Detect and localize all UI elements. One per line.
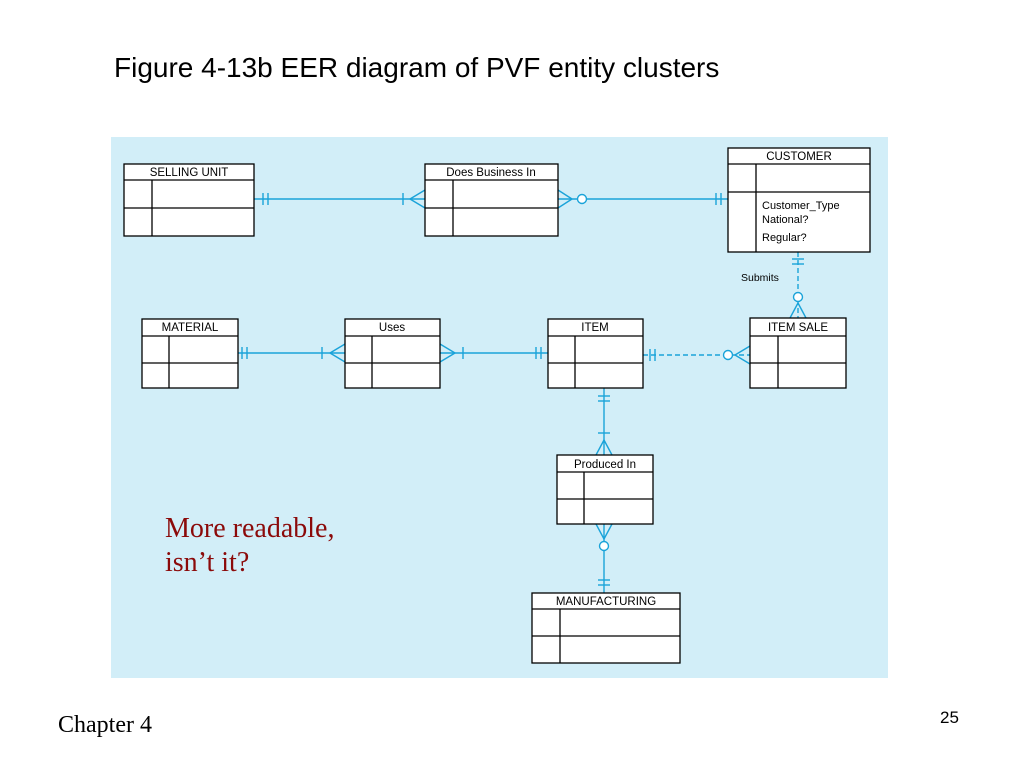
annotation-note: More readable, isn’t it? [165, 512, 334, 580]
entity-customer: CUSTOMER Customer_Type National? Regular… [727, 147, 871, 253]
entity-material: MATERIAL [141, 318, 239, 389]
attribute-national: National? [762, 214, 808, 226]
entity-produced-in: Produced In [556, 454, 654, 525]
entity-name-selling-unit: SELLING UNIT [150, 167, 229, 179]
rel-item-producedin [595, 388, 613, 456]
attribute-regular: Regular? [762, 232, 807, 244]
rel-producedin-manufacturing [595, 523, 613, 593]
rel-doesbusiness-customer [557, 189, 728, 209]
attribute-customer-type: Customer_Type [762, 200, 840, 212]
entity-name-material: MATERIAL [162, 322, 219, 334]
submits-label-backdrop [739, 269, 796, 283]
rel-uses-item [439, 343, 548, 363]
entity-name-does-business-in: Does Business In [446, 167, 536, 179]
rel-material-uses [238, 343, 346, 363]
relationship-label-submits: Submits [741, 272, 779, 284]
rel-sellingunit-doesbusiness [254, 189, 426, 209]
entity-does-business-in: Does Business In [424, 163, 559, 237]
annotation-line-1: More readable, [165, 513, 335, 544]
entity-uses: Uses [344, 318, 441, 389]
entity-item: ITEM [547, 318, 644, 389]
entity-name-uses: Uses [379, 322, 405, 334]
entity-name-customer: CUSTOMER [766, 151, 832, 163]
rel-customer-itemsale [789, 252, 807, 319]
entity-item-sale: ITEM SALE [749, 317, 847, 389]
entity-name-item: ITEM [581, 322, 608, 334]
rel-item-itemsale [643, 345, 751, 365]
footer-chapter: Chapter 4 [58, 712, 152, 738]
page-number: 25 [940, 708, 959, 727]
entity-name-produced-in: Produced In [574, 459, 636, 471]
entity-name-item-sale: ITEM SALE [768, 322, 828, 334]
entity-manufacturing: MANUFACTURING [531, 592, 681, 664]
annotation-line-2: isn’t it? [165, 547, 250, 578]
entity-selling-unit: SELLING UNIT [123, 163, 255, 237]
slide-title: Figure 4-13b EER diagram of PVF entity c… [114, 52, 720, 83]
entity-name-manufacturing: MANUFACTURING [556, 596, 656, 608]
